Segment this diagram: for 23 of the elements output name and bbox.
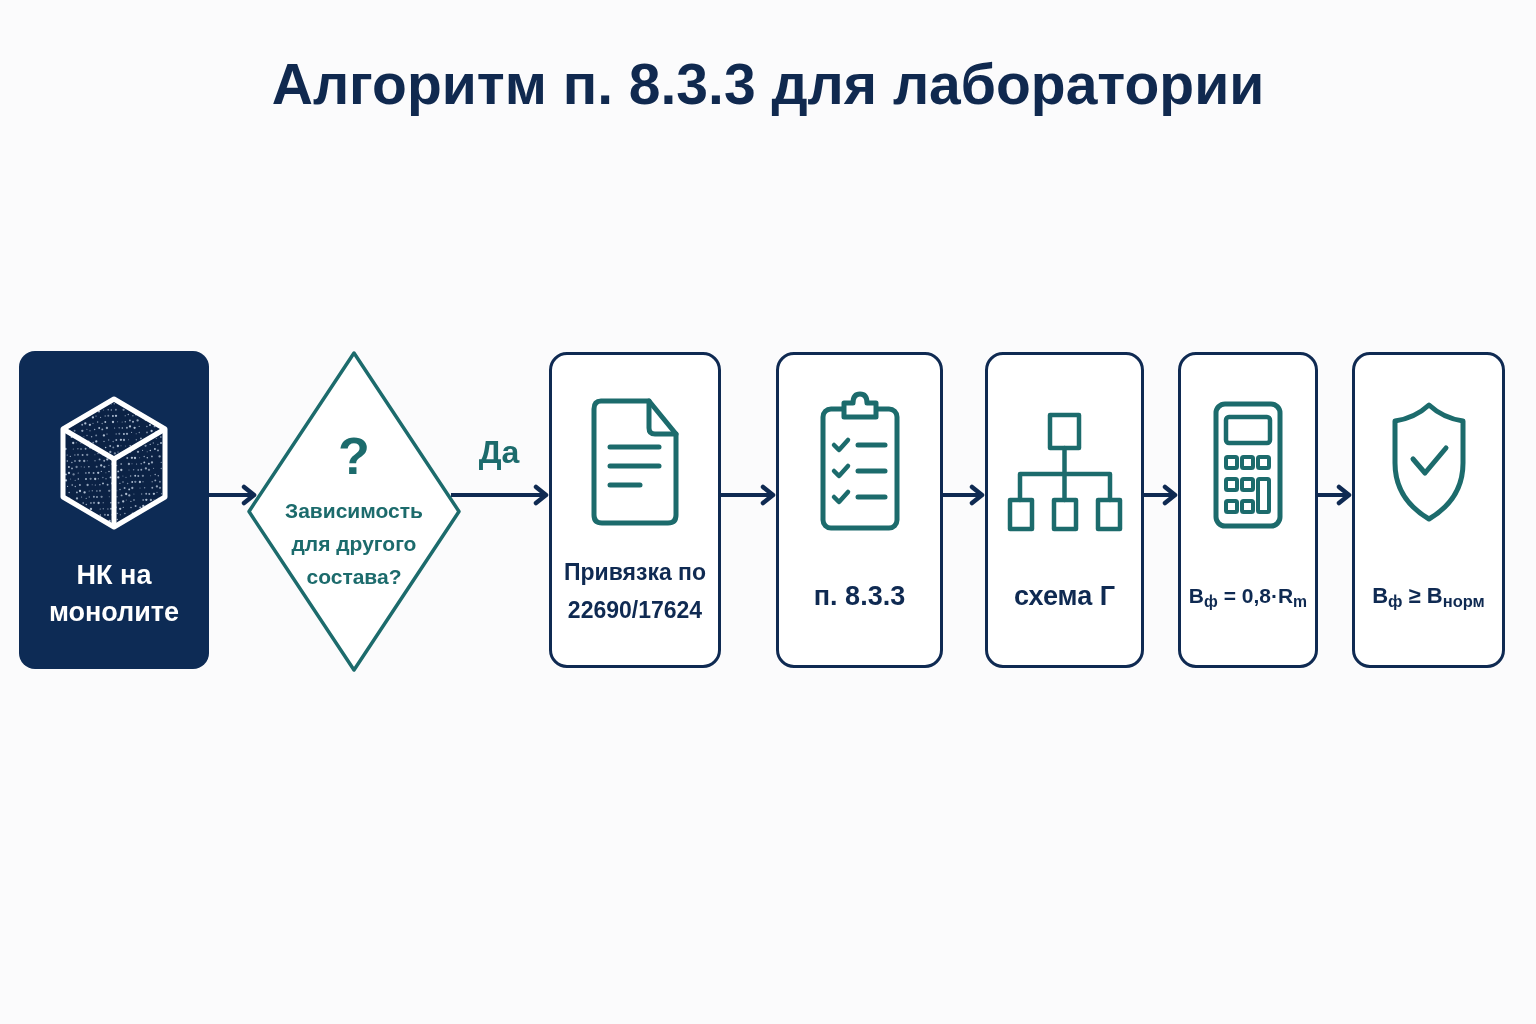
- node-label: схема Г: [1013, 580, 1116, 613]
- arrow: [209, 484, 257, 506]
- process-box: [985, 352, 1144, 668]
- decision-diamond: [246, 350, 462, 673]
- question-mark: ?: [338, 427, 370, 484]
- arrow: [943, 484, 985, 506]
- title: Алгоритм п. 8.3.3 для лаборатории: [271, 51, 1265, 118]
- process-box: [776, 352, 943, 668]
- arrow: [1318, 484, 1352, 506]
- edge-label: Да: [478, 433, 520, 472]
- start-box: [19, 351, 209, 669]
- arrow: [1144, 484, 1178, 506]
- arrow: [721, 484, 776, 506]
- process-box: [1352, 352, 1505, 668]
- node-label: п. 8.3.3: [813, 580, 906, 613]
- node-label: B$_{ф}$ ≥ B$_{норм}$: [1372, 582, 1485, 613]
- node-label: НК на монолите: [47, 559, 181, 629]
- node-label: Привязка по 22690/17624: [562, 558, 707, 625]
- process-box: [549, 352, 721, 668]
- node-label: B$_{ф}$ = 0,8·R$_{m}$: [1188, 583, 1308, 612]
- process-box: [1178, 352, 1318, 668]
- node-label: Зависимость для другого состава?: [284, 497, 424, 590]
- arrow: [450, 484, 549, 506]
